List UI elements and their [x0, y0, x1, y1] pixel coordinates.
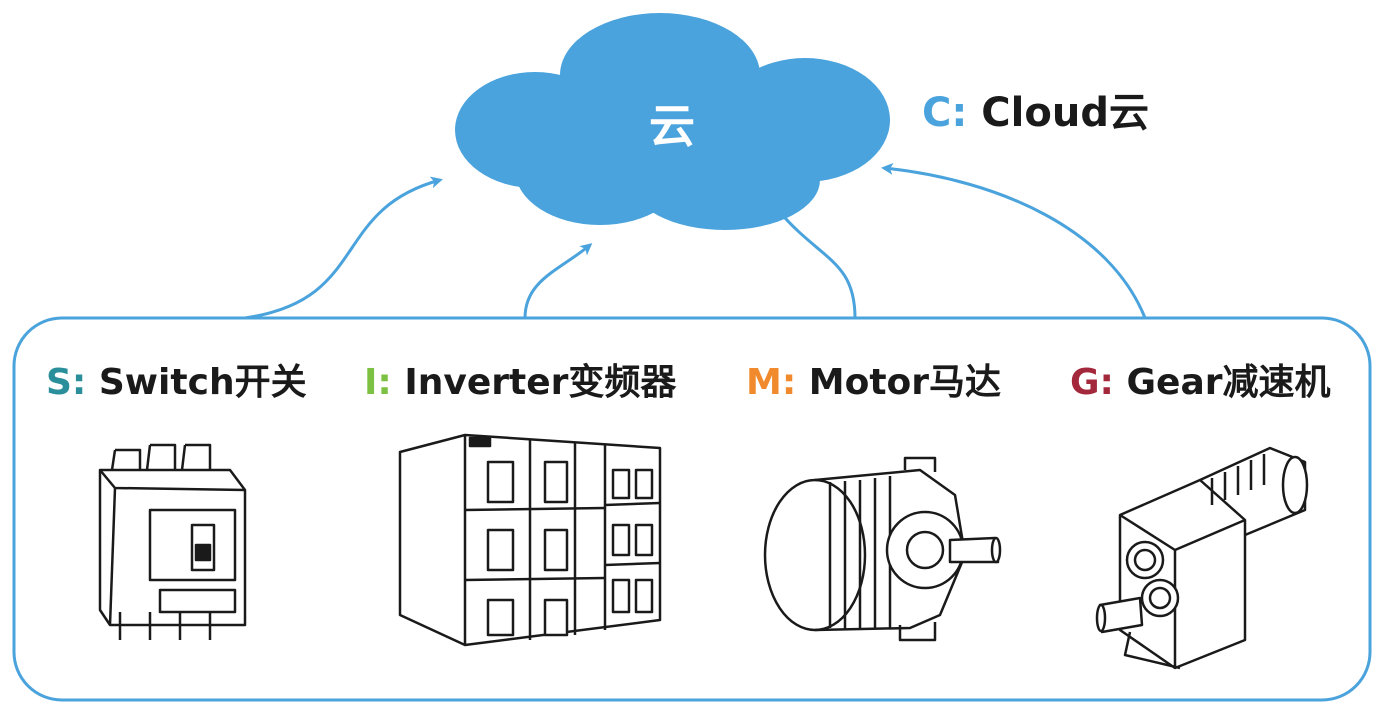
device-name: Switch开关: [98, 362, 307, 403]
device-name: Gear减速机: [1126, 362, 1331, 403]
device-title-gear: G: Gear减速机: [1070, 360, 1331, 406]
arrows: [244, 162, 1147, 320]
device-title-inverter: I: Inverter变频器: [364, 360, 676, 406]
device-name: Inverter变频器: [404, 362, 677, 403]
device-letter: I:: [364, 362, 392, 403]
arrow-motor-to-cloud: [776, 207, 857, 319]
cloud-legend-name: Cloud云: [981, 90, 1149, 136]
arrow-switch-to-cloud: [244, 176, 443, 320]
cloud-legend-letter: C:: [922, 90, 968, 136]
device-title-motor: M: Motor马达: [746, 360, 1001, 406]
cloud-label: 云: [649, 99, 695, 153]
electric-motor-icon: [763, 456, 1002, 642]
device-letter: S:: [46, 362, 87, 403]
gear-reducer-icon: [1095, 446, 1309, 670]
device-title-switch: S: Switch开关: [46, 360, 307, 406]
cloud-shape: [455, 13, 890, 230]
device-letter: G:: [1070, 362, 1114, 403]
device-letter: M:: [746, 362, 797, 403]
device-name: Motor马达: [808, 362, 1002, 403]
device-container: [12, 316, 1372, 702]
cloud-legend: C: Cloud云: [922, 88, 1149, 138]
inverter-cabinet-icon: [398, 433, 662, 647]
arrow-gear-to-cloud: [881, 162, 1147, 319]
circuit-breaker-icon: [98, 443, 247, 640]
arrow-inverter-to-cloud: [523, 243, 593, 319]
